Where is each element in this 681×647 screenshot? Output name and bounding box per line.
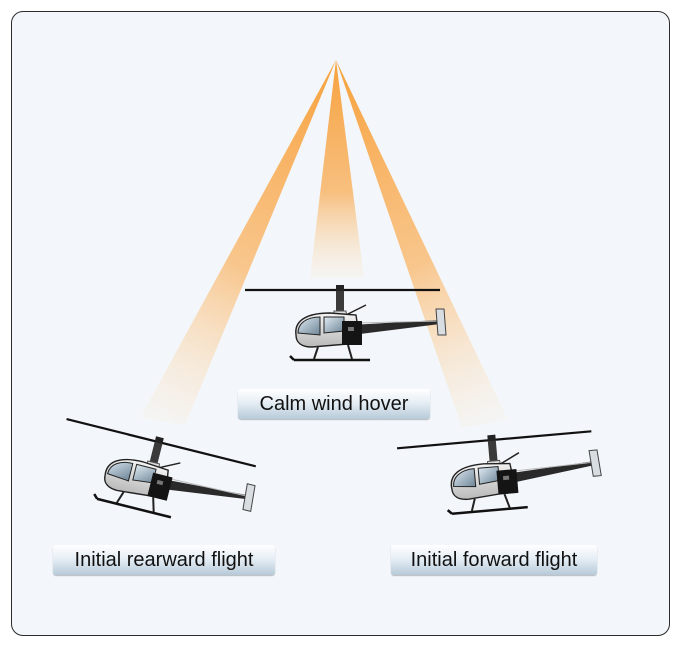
lift-beam-right: [336, 60, 508, 428]
helicopter-hover-icon: [243, 283, 448, 362]
helicopter-forward-icon: [395, 424, 605, 520]
helicopter-rearward-icon: [48, 413, 265, 537]
label-initial-rearward-flight: Initial rearward flight: [53, 545, 275, 575]
label-calm-wind-hover: Calm wind hover: [238, 389, 430, 419]
label-initial-forward-flight: Initial forward flight: [391, 545, 597, 575]
lift-beam-left: [140, 60, 336, 425]
lift-beam-center: [310, 60, 364, 278]
